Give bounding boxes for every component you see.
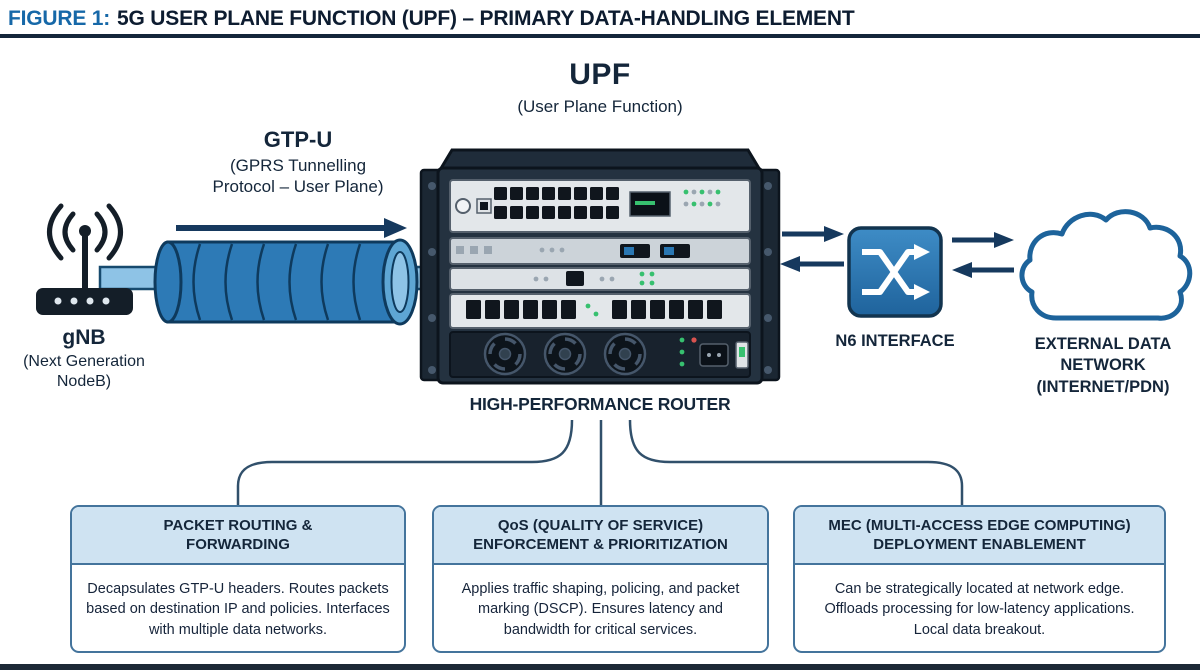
uplink-arrow-n6-to-cloud [952, 232, 1014, 248]
callout-packet-routing-body: Decapsulates GTP-U headers. Routes packe… [72, 565, 404, 651]
gtpu-subtitle-label: (GPRS Tunnelling Protocol – User Plane) [212, 156, 384, 197]
cropped-next-figure-edge [0, 664, 1200, 670]
router-hardware-label: HIGH-PERFORMANCE ROUTER [469, 394, 731, 414]
callout-packet-routing: PACKET ROUTING & FORWARDING Decapsulates… [70, 505, 406, 653]
gnb-name-label: gNB [62, 326, 106, 349]
callout-mec-deployment-title: MEC (MULTI-ACCESS EDGE COMPUTING) DEPLOY… [828, 516, 1131, 554]
figure-label: FIGURE 1: [8, 7, 111, 30]
callout-qos-enforcement: QoS (QUALITY OF SERVICE) ENFORCEMENT & P… [432, 505, 769, 653]
upf-name-label: UPF [569, 58, 631, 91]
n6-interface-label: N6 INTERFACE [835, 332, 955, 350]
gtpu-flow-arrow [176, 218, 407, 238]
callout-connectors [236, 419, 964, 505]
callout-mec-deployment-text: Can be strategically located at network … [824, 581, 1135, 638]
figure-title-bar: FIGURE 1: 5G USER PLANE FUNCTION (UPF) – … [0, 0, 1200, 38]
uplink-arrow-router-to-n6 [782, 226, 844, 242]
antenna-icon [36, 203, 133, 315]
rack-router-illustration [419, 148, 781, 385]
downlink-arrow-n6-to-router [780, 256, 844, 272]
external-data-network-label: EXTERNAL DATA NETWORK (INTERNET/PDN) [1034, 335, 1172, 396]
upf-subtitle-label: (User Plane Function) [517, 97, 683, 116]
switch-crossing-arrows-icon [847, 226, 943, 318]
gnb-subtitle-label: (Next Generation NodeB) [23, 353, 145, 390]
callout-qos-enforcement-header: QoS (QUALITY OF SERVICE) ENFORCEMENT & P… [434, 507, 767, 565]
cloud-icon [1019, 209, 1193, 321]
callout-mec-deployment: MEC (MULTI-ACCESS EDGE COMPUTING) DEPLOY… [793, 505, 1166, 653]
figure-heading: FIGURE 1: 5G USER PLANE FUNCTION (UPF) – … [8, 7, 855, 31]
callout-qos-enforcement-body: Applies traffic shaping, policing, and p… [434, 565, 767, 651]
callout-mec-deployment-body: Can be strategically located at network … [795, 565, 1164, 651]
callout-mec-deployment-header: MEC (MULTI-ACCESS EDGE COMPUTING) DEPLOY… [795, 507, 1164, 565]
downlink-arrow-cloud-to-n6 [952, 262, 1014, 278]
callout-qos-enforcement-title: QoS (QUALITY OF SERVICE) ENFORCEMENT & P… [473, 516, 728, 554]
gtpu-tunnel-illustration [153, 238, 419, 326]
callout-packet-routing-text: Decapsulates GTP-U headers. Routes packe… [86, 581, 390, 638]
gtpu-name-label: GTP-U [263, 127, 333, 152]
callout-qos-enforcement-text: Applies traffic shaping, policing, and p… [461, 581, 740, 638]
callout-packet-routing-header: PACKET ROUTING & FORWARDING [72, 507, 404, 565]
figure-title: 5G USER PLANE FUNCTION (UPF) – PRIMARY D… [117, 7, 855, 30]
callout-packet-routing-title: PACKET ROUTING & FORWARDING [163, 516, 313, 554]
